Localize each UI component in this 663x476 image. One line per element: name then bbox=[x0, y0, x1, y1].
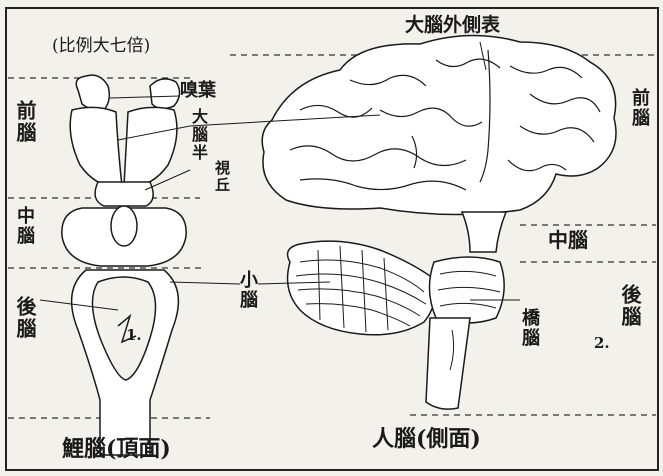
human-hindbrain-label: 後腦 bbox=[620, 284, 640, 328]
number-1-label: 1. bbox=[126, 328, 142, 343]
human-midbrain-label: 中腦 bbox=[548, 230, 588, 250]
fish-midbrain-label: 中腦 bbox=[15, 206, 33, 246]
human-midbrain-stem bbox=[462, 212, 506, 252]
carp-pineal bbox=[111, 206, 137, 246]
number-2-label: 2. bbox=[594, 336, 610, 351]
olfactory-lobe-label: 嗅葉 bbox=[180, 82, 216, 100]
human-brain-caption: 人腦(側面) bbox=[372, 428, 481, 450]
carp-olfactory-lobe-left bbox=[76, 75, 109, 110]
human-medulla bbox=[426, 318, 470, 409]
leader-cerebellum-left bbox=[170, 282, 240, 284]
thalamus-label: 視丘 bbox=[214, 160, 229, 194]
carp-thalamus bbox=[95, 182, 153, 206]
carp-cerebrum-left bbox=[70, 107, 122, 186]
human-cerebellum bbox=[288, 241, 435, 335]
cerebral-cortex-label: 大腦外側表 bbox=[405, 16, 500, 35]
scale-note: (比例大七倍) bbox=[52, 38, 150, 55]
fish-brain-caption: 鯉腦(頂面) bbox=[62, 438, 171, 460]
fish-hindbrain-label: 後腦 bbox=[15, 296, 35, 340]
carp-olfactory-lobe-right bbox=[150, 79, 180, 109]
cerebellum-label: 小腦 bbox=[238, 270, 256, 310]
carp-brain bbox=[62, 75, 186, 455]
human-brain bbox=[262, 35, 616, 409]
pons-label: 橋腦 bbox=[520, 308, 538, 348]
carp-cerebrum-right bbox=[124, 107, 177, 186]
fish-forebrain-label: 前腦 bbox=[15, 100, 35, 144]
human-forebrain-label: 前腦 bbox=[630, 88, 648, 128]
cerebrum-label: 大腦半 bbox=[190, 108, 206, 162]
